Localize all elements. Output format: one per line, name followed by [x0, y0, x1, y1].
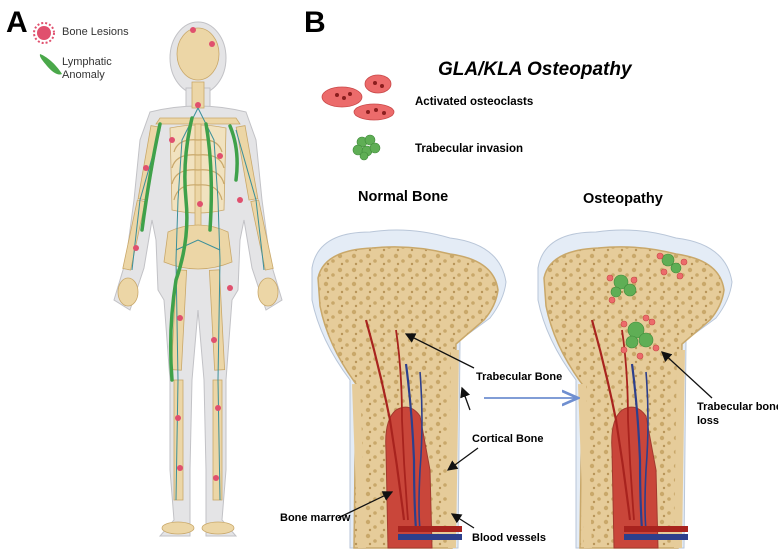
label-blood-vessels: Blood vessels	[472, 532, 546, 544]
osteopathy-bone-illustration	[537, 229, 733, 549]
legend-trabecular-invasion: Trabecular invasion	[415, 143, 523, 155]
legend-anomaly: Anomaly	[62, 69, 105, 81]
osteoclast-icon	[321, 74, 395, 121]
panel-b-letter: B	[304, 6, 326, 39]
legend-activated-osteoclasts: Activated osteoclasts	[415, 96, 533, 108]
annotation-arrows	[337, 333, 713, 529]
label-trabecular-bone-loss-line2: loss	[697, 415, 719, 427]
normal-bone-heading: Normal Bone	[358, 189, 448, 205]
legend-lymphatic: Lymphatic	[62, 56, 112, 68]
normal-bone-illustration	[311, 229, 507, 549]
trabecular-invasion-icon	[352, 134, 381, 161]
legend-bone-lesions: Bone Lesions	[62, 26, 129, 38]
label-cortical-bone: Cortical Bone	[472, 433, 544, 445]
bone-lesion-icon	[33, 22, 55, 44]
label-bone-marrow: Bone marrow	[280, 512, 351, 524]
osteopathy-title: GLA/KLA Osteopathy	[438, 59, 633, 80]
body-illustration	[113, 21, 283, 537]
label-trabecular-bone: Trabecular Bone	[476, 371, 562, 383]
panel-a-letter: A	[6, 6, 28, 39]
lymphatic-anomaly-icon	[39, 54, 62, 75]
osteopathy-heading: Osteopathy	[583, 191, 663, 207]
label-trabecular-bone-loss-line1: Trabecular bone	[697, 401, 778, 413]
